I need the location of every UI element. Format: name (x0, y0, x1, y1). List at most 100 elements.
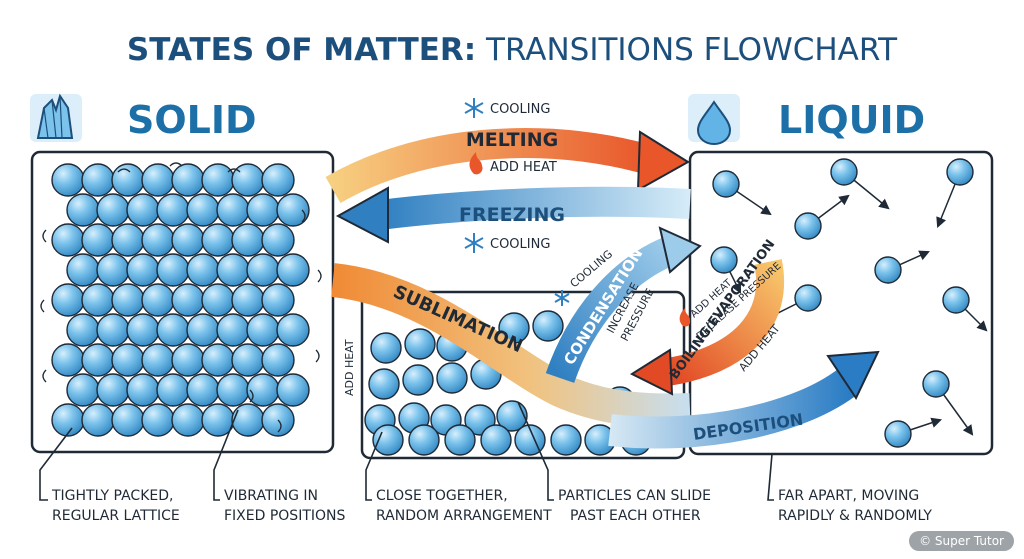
particle (51, 223, 85, 257)
snowflake-icon (464, 233, 484, 253)
deposition-arrow-shaft (608, 367, 860, 449)
particle (156, 253, 190, 287)
particle (942, 286, 970, 314)
particle (368, 368, 400, 400)
particle (231, 223, 265, 257)
particle (480, 424, 512, 456)
freezing-arrow-shaft (378, 186, 691, 230)
particle (884, 420, 912, 448)
melting-bottom-note: ADD HEAT (490, 160, 557, 175)
particle (96, 193, 130, 227)
particle (550, 424, 582, 456)
particle (171, 343, 205, 377)
caption-gas-line-2: RAPIDLY & RANDOMLY (778, 508, 932, 524)
particle (246, 253, 280, 287)
particle (372, 424, 404, 456)
particle (51, 283, 85, 317)
particle (171, 283, 205, 317)
particle (66, 253, 100, 287)
flame-icon (469, 152, 483, 175)
page-title: STATES OF MATTER: TRANSITIONS FLOWCHART (127, 32, 898, 68)
particle (186, 373, 220, 407)
particle (81, 343, 115, 377)
melting-arrow-head (636, 130, 690, 192)
particle (922, 370, 950, 398)
particle (261, 283, 295, 317)
particle (276, 373, 310, 407)
crystal-icon (30, 93, 82, 142)
particle (408, 424, 440, 456)
particle (201, 223, 235, 257)
particle (216, 373, 250, 407)
particle (710, 246, 738, 274)
melting-arrow-shaft (325, 128, 654, 204)
particle (141, 343, 175, 377)
particle (141, 163, 175, 197)
caption-solid-vibrating-line-2: FIXED POSITIONS (224, 508, 345, 524)
deposition-arrow-head (826, 350, 880, 401)
caption-leaders (39, 401, 774, 501)
particle (712, 170, 740, 198)
sublimation-note: ADD HEAT (343, 339, 356, 396)
particle (261, 163, 295, 197)
particle (276, 193, 310, 227)
particle (946, 158, 974, 186)
particle (246, 373, 280, 407)
particle (246, 193, 280, 227)
gas-box (688, 150, 994, 456)
melting-label: MELTING (466, 129, 558, 151)
water-drop-icon (688, 94, 740, 146)
particle (402, 364, 434, 396)
particle (246, 313, 280, 347)
particle (370, 332, 402, 364)
particle (126, 253, 160, 287)
particle (111, 163, 145, 197)
vibration-marks (40, 162, 322, 433)
caption-solid-lattice-line-1: TIGHTLY PACKED, (51, 488, 173, 504)
caption-solid-lattice-line-2: REGULAR LATTICE (52, 508, 180, 524)
particle (444, 424, 476, 456)
particle (201, 283, 235, 317)
particle (201, 163, 235, 197)
particle (81, 403, 115, 437)
boiling-arrow-shaft (665, 259, 785, 386)
particle (96, 253, 130, 287)
particle (81, 163, 115, 197)
caption-liquid-slide-line-1: PARTICLES CAN SLIDE (558, 488, 711, 504)
title-bold-part: STATES OF MATTER: (127, 32, 476, 68)
solid-particles (51, 163, 310, 437)
particle (496, 400, 528, 432)
particle (171, 163, 205, 197)
particle (141, 283, 175, 317)
freezing-arrow-head (335, 186, 389, 244)
gas-particles (710, 158, 988, 448)
particle (156, 313, 190, 347)
particle (216, 193, 250, 227)
particle (874, 256, 902, 284)
particle (261, 343, 295, 377)
particle (532, 310, 564, 342)
sublimation-arrow-shaft (330, 263, 691, 428)
particle (186, 193, 220, 227)
particle (81, 283, 115, 317)
particle (126, 313, 160, 347)
boiling-arrow-head (629, 348, 674, 396)
caption-gas-line-1: FAR APART, MOVING (778, 488, 919, 504)
particle (96, 373, 130, 407)
particle (111, 343, 145, 377)
particle (171, 223, 205, 257)
particle (51, 343, 85, 377)
particle (111, 403, 145, 437)
particle (186, 313, 220, 347)
particle (436, 362, 468, 394)
particle (66, 313, 100, 347)
particle (276, 253, 310, 287)
snowflake-icon (554, 290, 570, 306)
caption-liquid-close-line-1: CLOSE TOGETHER, (376, 488, 508, 504)
particle (201, 343, 235, 377)
particle (111, 223, 145, 257)
particle (81, 223, 115, 257)
flame-icon (679, 308, 691, 327)
caption-solid-vibrating-line-1: VIBRATING IN (224, 488, 318, 504)
